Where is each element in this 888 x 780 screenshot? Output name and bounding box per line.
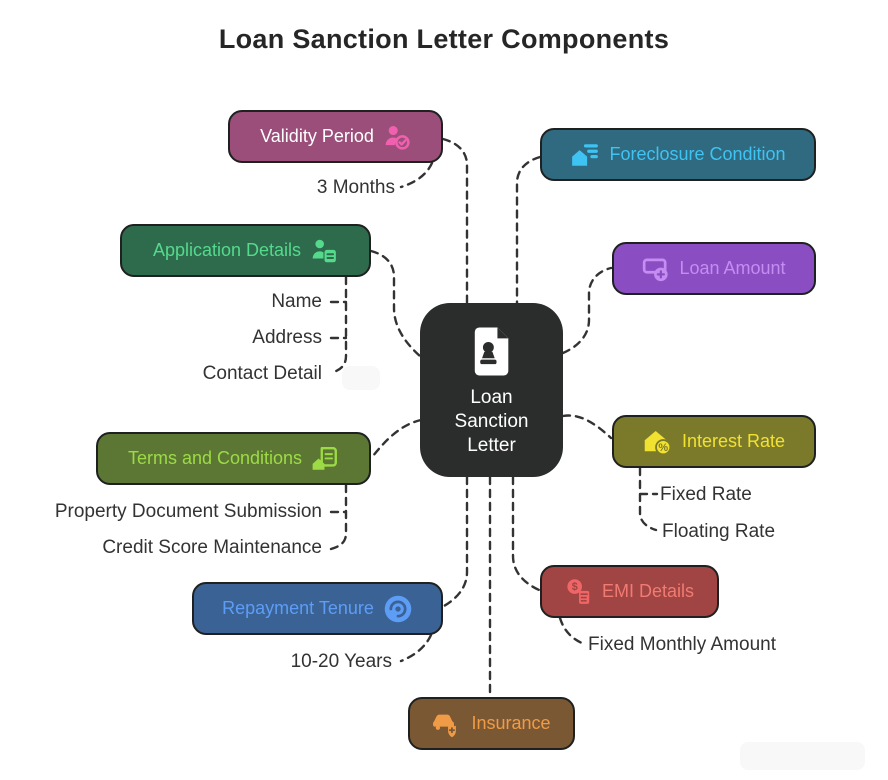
watermark-remnant bbox=[740, 742, 865, 770]
connector-terms-leaves bbox=[329, 483, 348, 551]
node-loan-amount: Loan Amount bbox=[612, 242, 816, 295]
node-label: Repayment Tenure bbox=[222, 598, 374, 618]
connector-validity-center bbox=[441, 137, 469, 305]
connector-foreclosure-center bbox=[515, 155, 542, 305]
connector-interest-center bbox=[561, 414, 613, 440]
node-label: Validity Period bbox=[260, 126, 374, 146]
node-label: EMI Details bbox=[601, 581, 695, 601]
coin-calculator-icon: $ bbox=[565, 578, 593, 606]
leaf-address: Address bbox=[252, 327, 322, 348]
node-label: Insurance bbox=[471, 713, 551, 733]
node-repayment-tenure: Repayment Tenure bbox=[192, 582, 443, 635]
node-label: Loan Amount bbox=[679, 258, 786, 278]
house-percent-icon: % bbox=[643, 427, 673, 457]
node-application-details: Application Details bbox=[120, 224, 371, 277]
leaf-10-20-years: 10-20 Years bbox=[290, 651, 392, 672]
node-label: Interest Rate bbox=[681, 431, 786, 451]
connector-loan-amount-center bbox=[561, 266, 613, 355]
node-label: Terms and Conditions bbox=[127, 448, 303, 468]
leaf-credit-score-maintenance: Credit Score Maintenance bbox=[102, 537, 322, 558]
node-validity-period: Validity Period bbox=[228, 110, 443, 163]
leaf-property-document-submission: Property Document Submission bbox=[54, 501, 322, 522]
node-terms-and-conditions: Terms and Conditions bbox=[96, 432, 371, 485]
connector-repayment-leaf bbox=[399, 633, 433, 663]
connector-repayment-center bbox=[442, 475, 469, 608]
leaf-floating-rate: Floating Rate bbox=[662, 521, 776, 542]
car-shield-icon bbox=[432, 710, 462, 738]
person-check-icon bbox=[383, 123, 411, 151]
watermark-remnant bbox=[342, 366, 380, 390]
connector-emi-center bbox=[511, 475, 541, 592]
connector-application-center bbox=[369, 249, 423, 359]
node-interest-rate: % Interest Rate bbox=[612, 415, 816, 468]
stamp-document-icon bbox=[463, 320, 521, 382]
leaf-3-months: 3 Months bbox=[316, 177, 395, 198]
person-document-icon bbox=[310, 237, 338, 265]
leaf-contact-detail: Contact Detail bbox=[202, 363, 322, 384]
diagram-title: Loan Sanction Letter Components bbox=[218, 24, 670, 54]
node-label: Application Details bbox=[152, 240, 302, 260]
house-chart-icon bbox=[570, 141, 600, 169]
connector-emi-leaf bbox=[558, 616, 586, 646]
node-emi-details: $ EMI Details bbox=[540, 565, 719, 618]
leaf-name: Name bbox=[271, 291, 322, 312]
svg-text:$: $ bbox=[572, 581, 578, 593]
connector-interest-leaves bbox=[638, 466, 659, 532]
leaf-fixed-rate: Fixed Rate bbox=[660, 484, 752, 505]
node-insurance: Insurance bbox=[408, 697, 575, 750]
connector-validity-leaf bbox=[399, 161, 434, 189]
node-foreclosure-condition: Foreclosure Condition bbox=[540, 128, 816, 181]
leaf-fixed-monthly-amount: Fixed Monthly Amount bbox=[588, 634, 776, 655]
center-node-label: Loan Sanction Letter bbox=[454, 386, 529, 457]
svg-text:%: % bbox=[658, 442, 668, 454]
node-loan-sanction-letter: Loan Sanction Letter bbox=[420, 303, 563, 477]
document-house-icon bbox=[311, 445, 339, 473]
connector-terms-center bbox=[371, 418, 423, 458]
connector-application-leaves bbox=[329, 275, 348, 375]
gauge-icon bbox=[383, 594, 413, 624]
banknote-plus-icon bbox=[642, 255, 670, 283]
node-label: Foreclosure Condition bbox=[609, 144, 786, 164]
